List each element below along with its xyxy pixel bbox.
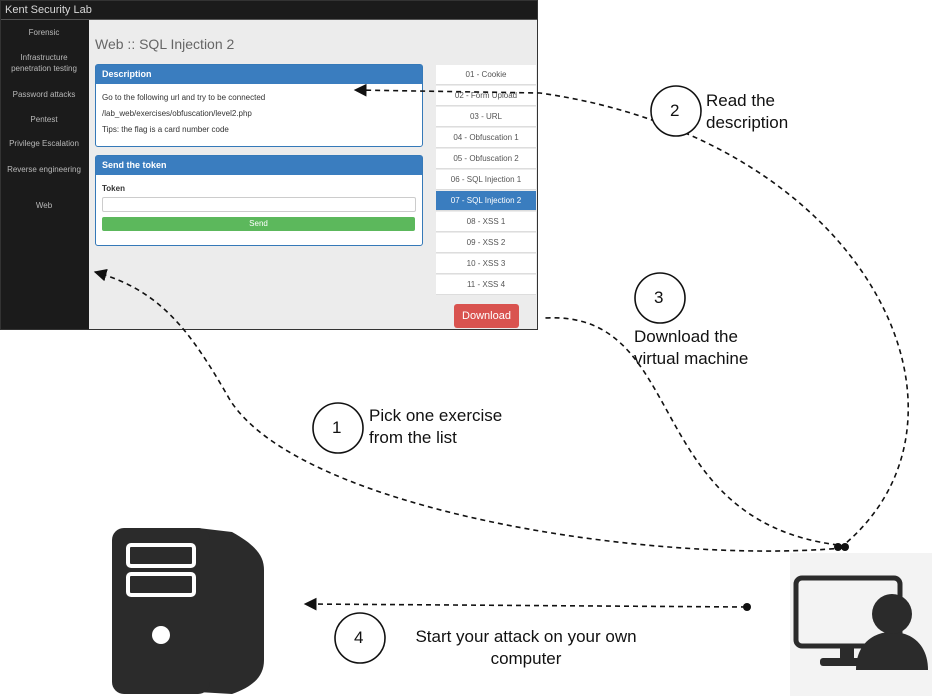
- exercise-item[interactable]: 06 - SQL Injection 1: [436, 170, 536, 190]
- exercise-item[interactable]: 03 - URL: [436, 107, 536, 127]
- arrow-step-3: [544, 317, 839, 546]
- step-2-circle: [650, 85, 702, 137]
- arrow-step-2: [353, 83, 909, 549]
- description-panel: Description Go to the following url and …: [95, 64, 423, 147]
- connector-dot: [834, 543, 842, 551]
- exercise-item[interactable]: 09 - XSS 2: [436, 233, 536, 253]
- sidebar-item-forensic[interactable]: Forensic: [28, 28, 60, 37]
- step-2-text: Read the description: [706, 90, 788, 134]
- step-2-number: 2: [670, 101, 680, 120]
- sidebar-item-infrastructure[interactable]: Infrastructure penetration testing: [11, 53, 77, 73]
- token-input[interactable]: [102, 197, 416, 212]
- step-2-line-1: Read the: [706, 91, 775, 110]
- user-at-computer-icon: [790, 553, 932, 696]
- step-4-circle: [334, 612, 386, 664]
- send-token-panel-title: Send the token: [96, 156, 422, 175]
- sidebar-item-password-attacks[interactable]: Password attacks: [12, 90, 76, 99]
- step-2-line-2: description: [706, 113, 789, 132]
- step-4-text: Start your attack on your own computer: [400, 626, 652, 670]
- sidebar-item-reverse-engineering[interactable]: Reverse engineering: [7, 165, 81, 174]
- step-1-line-1: Pick one exercise: [369, 406, 503, 425]
- token-label: Token: [102, 184, 125, 193]
- send-token-panel: Send the token Token Send: [95, 155, 423, 246]
- exercise-item-active[interactable]: 07 - SQL Injection 2: [436, 191, 536, 211]
- step-3-line-1: Download the: [634, 327, 738, 346]
- arrow-step-4: [303, 597, 747, 611]
- step-1-circle: [312, 402, 364, 454]
- exercise-item[interactable]: 08 - XSS 1: [436, 212, 536, 232]
- download-button[interactable]: Download: [454, 304, 519, 328]
- app-screenshot: Kent Security Lab Forensic Infrastructur…: [0, 0, 538, 330]
- send-button[interactable]: Send: [102, 217, 415, 231]
- step-1-line-2: from the list: [369, 428, 457, 447]
- description-panel-title: Description: [96, 65, 422, 84]
- description-line-3: Tips: the flag is a card number code: [102, 125, 229, 134]
- step-4-number: 4: [354, 628, 364, 647]
- app-title: Kent Security Lab: [1, 1, 537, 20]
- step-1-number: 1: [332, 418, 342, 437]
- server-tower-icon: [112, 528, 264, 694]
- exercise-item[interactable]: 01 - Cookie: [436, 65, 536, 85]
- step-3-line-2: virtual machine: [634, 349, 749, 368]
- description-line-1: Go to the following url and try to be co…: [102, 93, 266, 102]
- sidebar-item-privilege-escalation[interactable]: Privilege Escalation: [9, 139, 79, 148]
- exercise-item[interactable]: 05 - Obfuscation 2: [436, 149, 536, 169]
- step-4-line-1: Start your attack on your own: [415, 627, 637, 646]
- exercise-item[interactable]: 04 - Obfuscation 1: [436, 128, 536, 148]
- connector-dot: [841, 543, 849, 551]
- step-1-text: Pick one exercise from the list: [369, 405, 502, 449]
- exercise-item[interactable]: 10 - XSS 3: [436, 254, 536, 274]
- connector-dot: [743, 603, 751, 611]
- sidebar-item-pentest[interactable]: Pentest: [30, 115, 58, 124]
- step-3-number: 3: [654, 288, 664, 307]
- page-title: Web :: SQL Injection 2: [95, 36, 235, 52]
- step-3-text: Download the virtual machine: [634, 326, 748, 370]
- sidebar: Forensic Infrastructure penetration test…: [1, 20, 89, 329]
- arrow-step-1: [93, 268, 844, 552]
- step-3-circle: [634, 272, 686, 324]
- exercise-item[interactable]: 11 - XSS 4: [436, 275, 536, 295]
- sidebar-item-web[interactable]: Web: [35, 201, 53, 210]
- description-line-2: /lab_web/exercises/obfuscation/level2.ph…: [102, 109, 252, 118]
- step-4-line-2: computer: [490, 649, 562, 668]
